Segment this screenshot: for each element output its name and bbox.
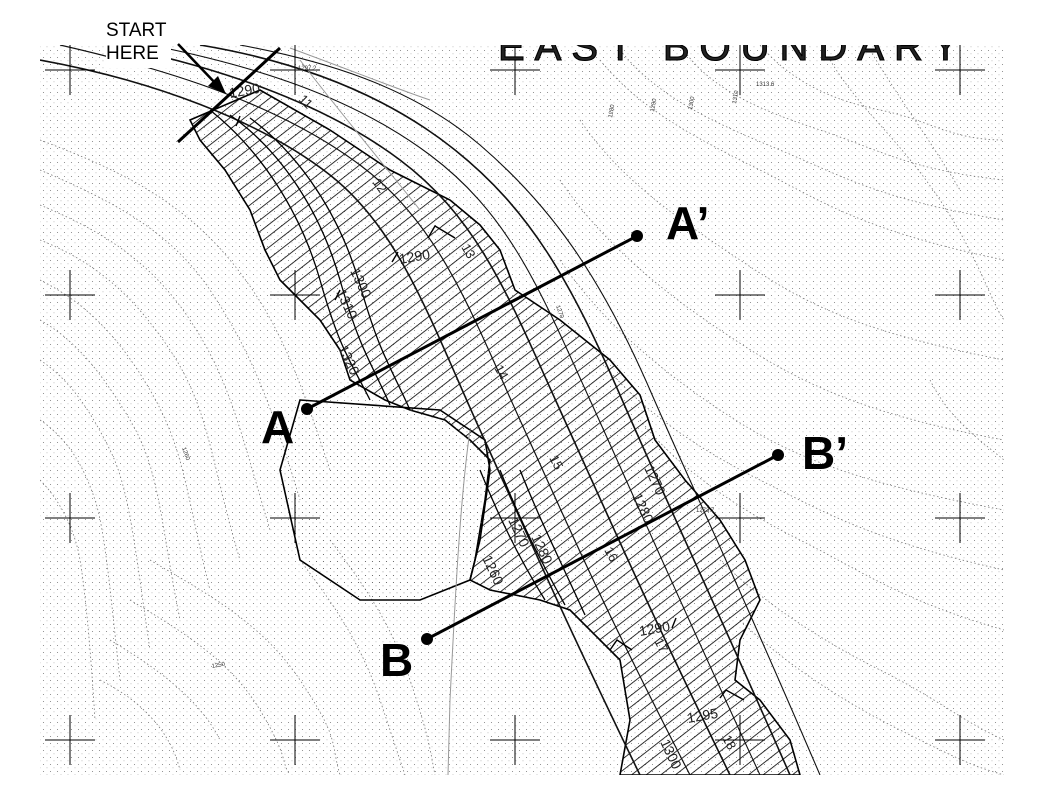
contour-value: 1270 — [554, 305, 564, 320]
station-label: 14 — [491, 362, 511, 382]
section-b-end-label: B’ — [802, 427, 848, 479]
section-a-start-dot — [301, 403, 313, 415]
station-labels: 11 12 13 14 15 16 17 18 — [296, 92, 740, 753]
contour-value: 1300 — [688, 96, 696, 111]
section-line-a — [306, 234, 638, 411]
start-arrow-head — [208, 76, 226, 94]
section-a-end-label: A’ — [666, 197, 710, 249]
spot-elevation: 1273.7 — [696, 508, 715, 514]
station-label: 13 — [458, 241, 478, 261]
station-label: 16 — [601, 544, 621, 564]
contour-value: 1280 — [608, 104, 616, 119]
contour-value: 1250 — [211, 662, 226, 670]
contour-value-labels: 1280 1290 1300 1310 1270 1260 1250 — [180, 90, 740, 670]
spot-elevations: 1297.2 1313.6 1273.7 — [298, 66, 775, 514]
start-here-label: START HERE — [106, 20, 171, 68]
road-alignment — [40, 45, 821, 775]
start-line — [176, 46, 282, 144]
survey-lines — [289, 47, 471, 775]
section-b-start-label: B — [380, 634, 414, 686]
cross-section-b — [421, 449, 784, 645]
elevation-label: 1290 — [638, 618, 672, 639]
section-a-end-dot — [631, 230, 643, 242]
start-label-line1: START — [106, 20, 167, 41]
contour-lines-east — [559, 45, 1004, 775]
spot-elevation: 1297.2 — [298, 66, 317, 72]
contour-value: 1290 — [650, 98, 658, 113]
elevation-label: 1290 — [398, 246, 432, 267]
spot-elevation: 1313.6 — [756, 82, 775, 88]
elevation-label: 1290 — [228, 80, 262, 101]
grid-crosshairs — [45, 45, 985, 765]
station-label: 15 — [546, 452, 566, 472]
section-b-start-dot — [421, 633, 433, 645]
station-label: 12 — [370, 175, 391, 195]
section-line-b — [426, 453, 779, 641]
section-b-end-dot — [772, 449, 784, 461]
cut-contours-west — [209, 109, 586, 616]
start-arrow-shaft — [177, 43, 219, 87]
start-label-line2: HERE — [106, 42, 159, 64]
cross-section-a — [301, 230, 643, 415]
start-marker — [176, 43, 282, 144]
contour-value: 1260 — [180, 447, 190, 462]
elevation-label: 1295 — [686, 705, 720, 726]
station-label: 18 — [719, 732, 739, 752]
boundary-title: EAST BOUNDARY — [498, 25, 969, 69]
section-a-start-label: A — [261, 401, 295, 453]
contour-value: 1310 — [732, 90, 740, 105]
station-label: 17 — [651, 635, 671, 655]
bench-ticks — [235, 115, 745, 701]
contour-lines-west — [40, 139, 436, 775]
